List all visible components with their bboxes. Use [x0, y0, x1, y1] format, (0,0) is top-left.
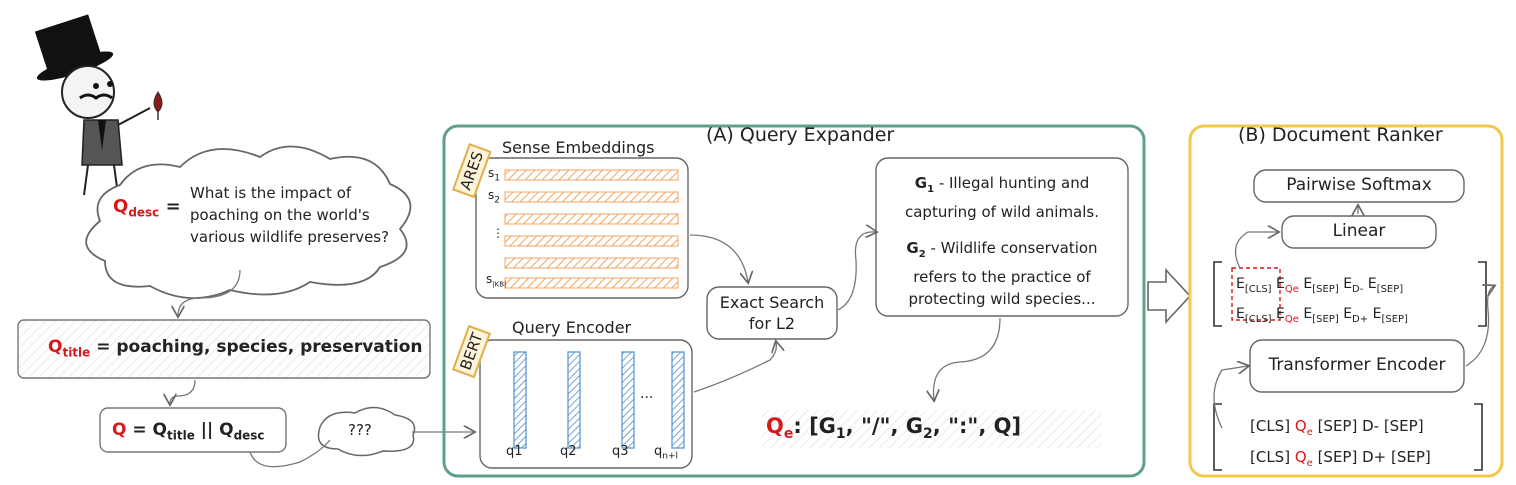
embedding-row-pos: E[CLS] EQe E[SEP] ED+ E[SEP] — [1236, 305, 1408, 325]
sense-row-label-2: s2 — [488, 188, 500, 206]
qdesc-label: Qdesc = — [113, 196, 181, 220]
qdesc-text: What is the impact of poaching on the wo… — [190, 184, 390, 246]
document-ranker-panel — [1188, 124, 1504, 478]
embedding-matrix: E[CLS] EQe E[SEP] ED- E[SEP] E[CLS] EQe … — [1236, 272, 1408, 332]
qtitle-text: Qtitle = poaching, species, preservation — [48, 337, 423, 360]
gloss-text: G1 - Illegal hunting and capturing of wi… — [904, 174, 1100, 308]
top-hat-gentleman-icon — [34, 14, 163, 196]
encoder-label-qn: qn+l — [654, 444, 679, 462]
sense-embeddings-title: Sense Embeddings — [502, 138, 655, 157]
qdesc-cloud — [85, 145, 412, 299]
exact-search-box — [706, 286, 838, 340]
q-concat-text: Q = Qtitle || Qdesc — [112, 420, 265, 443]
q-box — [99, 407, 287, 453]
pairwise-softmax-label: Pairwise Softmax — [1286, 175, 1432, 195]
thought-bubble — [317, 406, 416, 457]
encoder-label-q1: q1 — [506, 444, 523, 459]
query-expander-panel — [442, 124, 1146, 478]
transformer-encoder-label: Transformer Encoder — [1268, 355, 1446, 375]
input-sequences: [CLS] Qe [SEP] D- [SEP] [CLS] Qe [SEP] D… — [1250, 414, 1431, 476]
thought-bubble-text: ??? — [348, 421, 372, 439]
query-encoder-title: Query Encoder — [512, 318, 632, 337]
embedding-row-neg: E[CLS] EQe E[SEP] ED- E[SEP] — [1236, 276, 1404, 295]
qtitle-box — [17, 319, 431, 379]
query-encoder-box — [479, 339, 693, 469]
linear-label: Linear — [1332, 221, 1386, 241]
encoder-dots: ... — [640, 386, 654, 402]
input-row-pos: [CLS] Qe [SEP] D+ [SEP] — [1250, 448, 1431, 469]
pairwise-softmax-box — [1253, 169, 1465, 203]
sense-row-label-1: s1 — [488, 166, 500, 184]
input-row-neg: [CLS] Qe [SEP] D- [SEP] — [1250, 417, 1424, 438]
exact-search-label: Exact Search for L2 — [719, 293, 825, 333]
hollow-right-arrow-icon — [1147, 267, 1192, 325]
sense-row-label-kb: s|KB| — [486, 272, 507, 289]
qe-background — [762, 410, 1102, 448]
cls-highlight — [1231, 267, 1281, 321]
expanded-query-text: Qe: [G1, "/", G2, ":", Q] — [766, 414, 1022, 443]
query-expander-title: (A) Query Expander — [706, 124, 895, 146]
sense-row-dots: ⋮ — [492, 226, 504, 240]
encoder-label-q2: q2 — [560, 444, 577, 459]
document-ranker-title: (B) Document Ranker — [1238, 124, 1443, 146]
encoder-label-q3: q3 — [612, 444, 629, 459]
